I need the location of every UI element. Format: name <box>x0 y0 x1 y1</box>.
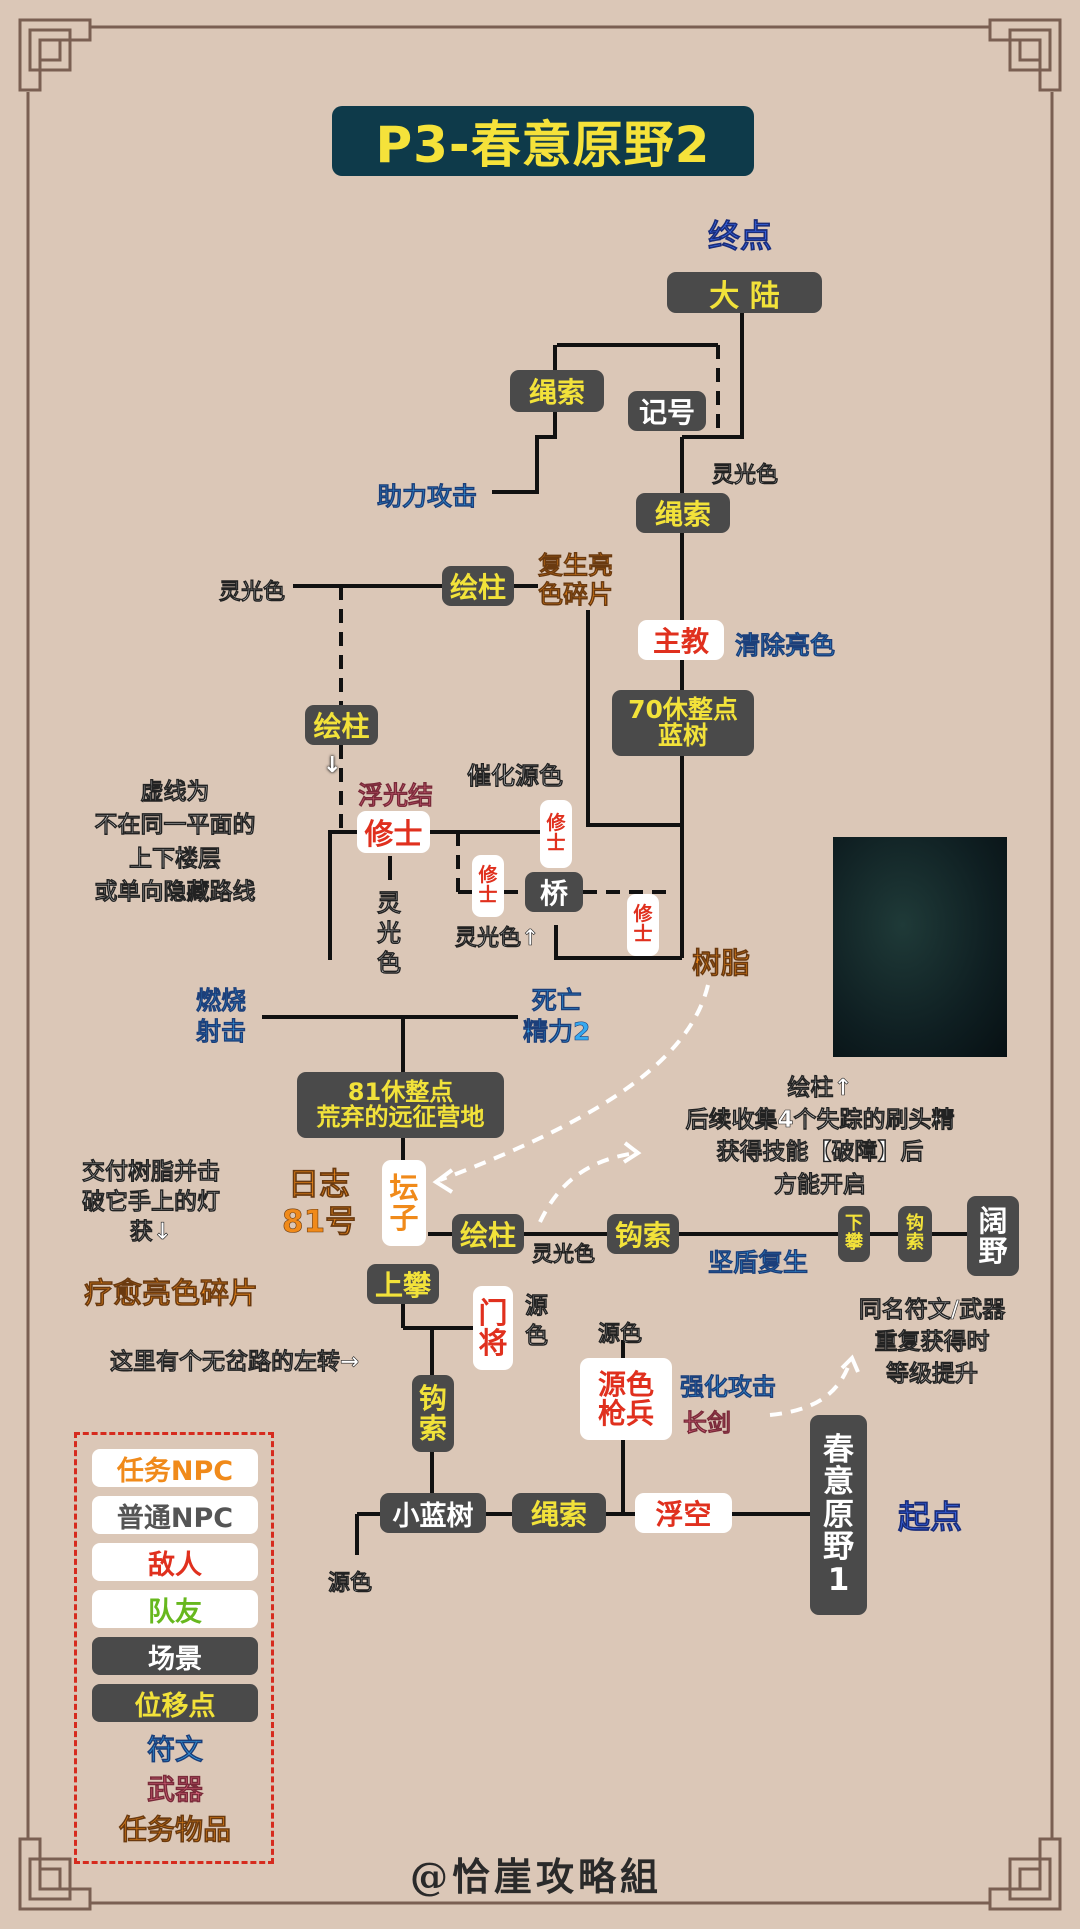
legend-normal-npc: 普通NPC <box>92 1496 258 1534</box>
node-monk-main[interactable]: 修士 <box>357 811 430 853</box>
node-dalu[interactable]: 大 陆 <box>667 272 822 314</box>
end-label: 终点 <box>708 217 773 256</box>
watermark: @恰崖攻略組 <box>410 1854 663 1899</box>
node-rope-bottom[interactable]: 绳索 <box>512 1493 606 1533</box>
solid-paths <box>262 313 967 1555</box>
label-source-color-3: 源色 <box>328 1571 373 1597</box>
legend-move-point: 位移点 <box>92 1684 258 1722</box>
label-death-stamina: 死亡 精力2 <box>523 986 591 1047</box>
page-title: P3-春意原野2 <box>332 106 754 176</box>
legend-box <box>74 1432 274 1864</box>
node-monk-b[interactable]: 修 士 <box>472 855 504 917</box>
label-heal-shard: 疗愈亮色碎片 <box>84 1276 259 1311</box>
arrowheads <box>432 1141 860 1373</box>
node-altar[interactable]: 坛 子 <box>382 1160 426 1246</box>
label-enhance-attack: 强化攻击 <box>680 1373 777 1402</box>
label-revive-shard: 复生亮 色碎片 <box>538 551 614 609</box>
node-bishop[interactable]: 主教 <box>638 620 724 660</box>
frame-border <box>18 18 1062 1911</box>
legend-rune: 符文 <box>146 1733 204 1767</box>
label-catalyze-source: 催化源色 <box>467 762 564 791</box>
node-hook-small[interactable]: 钩 索 <box>898 1206 932 1262</box>
node-pillar-lower[interactable]: 绘柱 <box>452 1214 524 1254</box>
label-long-sword: 长剑 <box>683 1409 732 1438</box>
node-rest70[interactable]: 70休整点 蓝树 <box>612 690 754 756</box>
label-source-color-1: 源 色 <box>525 1293 549 1349</box>
legend-weapon: 武器 <box>146 1773 204 1807</box>
legend-task-item: 任务物品 <box>118 1813 232 1847</box>
label-spirit-color-4: 灵光色↑ <box>455 926 540 952</box>
node-pillar-left[interactable]: 绘柱 <box>305 705 378 745</box>
node-climb-up[interactable]: 上攀 <box>367 1264 439 1304</box>
label-spirit-color-5: 灵光色 <box>532 1242 596 1267</box>
label-assist-attack: 助力攻击 <box>377 482 478 512</box>
node-pillar-top[interactable]: 绘柱 <box>442 566 514 606</box>
label-clear-color: 清除亮色 <box>735 631 836 661</box>
label-burn-shot: 燃烧 射击 <box>196 986 247 1047</box>
node-hook-mid[interactable]: 钩索 <box>607 1214 679 1254</box>
label-log-81: 日志 81号 <box>282 1167 357 1241</box>
label-deliver-resin-note: 交付树脂并击 破它手上的灯 获↓ <box>82 1159 221 1245</box>
node-rope-mid[interactable]: 绳索 <box>636 493 730 533</box>
node-bridge[interactable]: 桥 <box>525 872 583 912</box>
label-pillar-note: 绘柱↑ 后续收集4个失踪的刷头精 获得技能【破障】后 方能开启 <box>685 1075 955 1198</box>
label-shield-revive: 坚盾复生 <box>708 1248 809 1278</box>
node-jihao[interactable]: 记号 <box>628 391 706 431</box>
node-rest81[interactable]: 81休整点 荒弃的远征营地 <box>297 1072 504 1138</box>
node-source-spearman[interactable]: 源色 枪兵 <box>580 1358 672 1440</box>
label-down-arrow: ↓ <box>323 753 342 778</box>
label-spirit-color-2: 灵光色 <box>219 580 286 606</box>
start-label: 起点 <box>898 1498 963 1537</box>
legend-scene: 场景 <box>92 1637 258 1675</box>
node-rope-top[interactable]: 绳索 <box>510 370 604 412</box>
label-dashed-line-note: 虚线为 不在同一平面的 上下楼层 或单向隐藏路线 <box>94 779 256 906</box>
node-float[interactable]: 浮空 <box>635 1493 732 1533</box>
white-dashed-arrows <box>439 984 852 1417</box>
legend-task-npc: 任务NPC <box>92 1449 258 1487</box>
label-spirit-color-1: 灵光色 <box>712 463 779 489</box>
legend-friend: 队友 <box>92 1590 258 1628</box>
label-source-color-2: 源色 <box>598 1322 643 1348</box>
node-gate-general[interactable]: 门 将 <box>473 1286 513 1370</box>
legend-enemy: 敌人 <box>92 1543 258 1581</box>
label-float-knot: 浮光结 <box>358 781 434 811</box>
node-monk-c[interactable]: 修 士 <box>627 894 659 956</box>
node-small-blue-tree[interactable]: 小蓝树 <box>380 1493 486 1533</box>
node-monk-a[interactable]: 修 士 <box>540 800 572 868</box>
node-wilds[interactable]: 阔 野 <box>967 1196 1019 1276</box>
node-hook-vert[interactable]: 钩 索 <box>412 1375 454 1452</box>
label-left-turn-note: 这里有个无岔路的左转→ <box>110 1349 360 1376</box>
node-spring-field-1[interactable]: 春 意 原 野 1 <box>810 1415 867 1615</box>
area-thumbnail-image <box>833 837 1007 1057</box>
node-climb-down[interactable]: 下 攀 <box>838 1206 870 1262</box>
label-same-name-note: 同名符文/武器 重复获得时 等级提升 <box>858 1297 1006 1388</box>
label-spirit-color-3: 灵 光 色 <box>377 889 402 978</box>
label-resin: 树脂 <box>692 946 751 981</box>
